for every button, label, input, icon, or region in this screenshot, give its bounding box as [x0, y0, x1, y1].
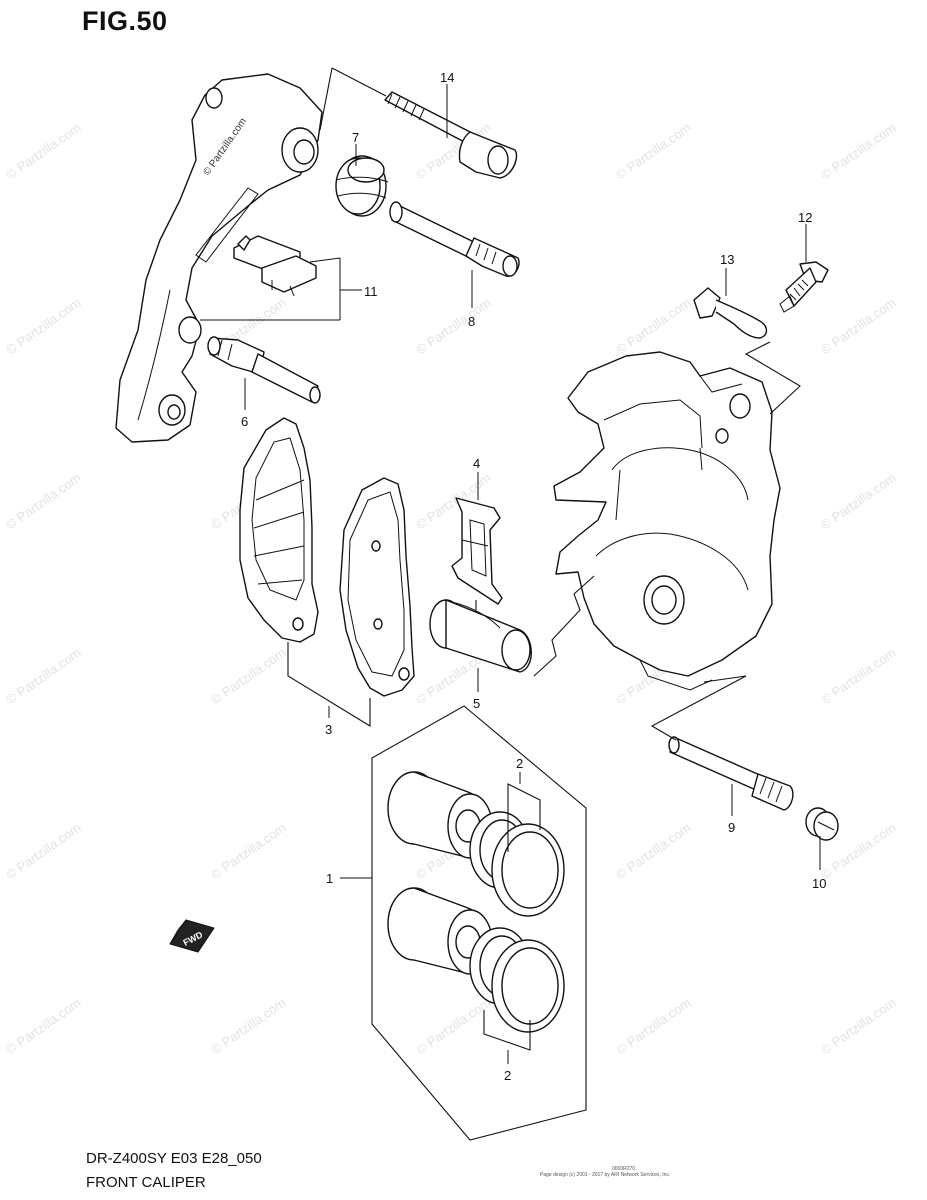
assembly-name: FRONT CALIPER — [86, 1174, 206, 1191]
callout-1: 1 — [326, 871, 333, 886]
watermark: © Partzilla.com — [208, 645, 288, 708]
pad-spring-clips — [233, 235, 317, 297]
watermark: © Partzilla.com — [3, 120, 83, 183]
pad-spring — [451, 497, 503, 605]
caliper-bracket — [115, 73, 323, 443]
slide-pin-lower — [207, 336, 321, 404]
caliper-piston-pin — [429, 599, 532, 673]
watermark: © Partzilla.com — [818, 645, 898, 708]
watermark: © Partzilla.com — [818, 470, 898, 533]
watermark: © Partzilla.com — [613, 995, 693, 1058]
watermark: © Partzilla.com — [208, 820, 288, 883]
watermark: © Partzilla.com — [3, 820, 83, 883]
callout-14: 14 — [440, 70, 454, 85]
watermark: © Partzilla.com — [818, 295, 898, 358]
brake-pad-inner — [339, 477, 415, 697]
callout-7: 7 — [352, 130, 359, 145]
watermark: © Partzilla.com — [613, 820, 693, 883]
watermark: © Partzilla.com — [413, 295, 493, 358]
watermark: © Partzilla.com — [3, 995, 83, 1058]
callout-3: 3 — [325, 722, 332, 737]
callout-2-upper: 2 — [516, 756, 523, 771]
piston-set-frame — [371, 705, 587, 1141]
caliper-piston-lower — [387, 887, 565, 1033]
watermark: © Partzilla.com — [3, 295, 83, 358]
callout-11: 11 — [364, 284, 378, 299]
watermark: © Partzilla.com — [413, 995, 493, 1058]
reference-lines — [287, 67, 801, 1051]
copyright-code: 0650R270 — [612, 1166, 636, 1172]
watermark: © Partzilla.com — [818, 995, 898, 1058]
watermark: © Partzilla.com — [613, 120, 693, 183]
caliper-slide-pin — [668, 736, 794, 811]
callout-12: 12 — [798, 210, 812, 225]
callout-2-lower: 2 — [504, 1068, 511, 1083]
bracket-bolt — [384, 91, 518, 179]
watermark: © Partzilla.com — [3, 470, 83, 533]
caliper-plug — [805, 807, 839, 841]
callout-10: 10 — [812, 876, 826, 891]
figure-title: FIG.50 — [82, 6, 168, 36]
bleeder-valve — [779, 261, 829, 313]
callout-9: 9 — [728, 820, 735, 835]
callout-4: 4 — [473, 456, 480, 471]
watermark: © Partzilla.com — [613, 295, 693, 358]
caliper-body — [553, 351, 781, 691]
callout-13: 13 — [720, 252, 734, 267]
slide-pin-upper — [389, 201, 520, 277]
forward-arrow-icon: FWD — [169, 919, 215, 953]
bleeder-cap — [693, 287, 768, 339]
callout-5: 5 — [473, 696, 480, 711]
watermark: © Partzilla.com — [208, 995, 288, 1058]
copyright-notice: Page design (c) 2001 - 2017 by ARI Netwo… — [540, 1172, 671, 1178]
watermark: © Partzilla.com — [818, 120, 898, 183]
rubber-boot — [335, 155, 389, 217]
brake-pad-outer — [239, 417, 319, 643]
leader-lines — [200, 84, 821, 1064]
watermark: © Partzilla.com — [3, 645, 83, 708]
callout-numbers: 14 7 8 11 6 4 5 3 13 12 9 10 1 2 2 — [241, 70, 826, 1083]
model-code: DR-Z400SY E03 E28_050 — [86, 1150, 262, 1167]
callout-8: 8 — [468, 314, 475, 329]
callout-6: 6 — [241, 414, 248, 429]
caliper-piston-upper — [387, 771, 565, 917]
